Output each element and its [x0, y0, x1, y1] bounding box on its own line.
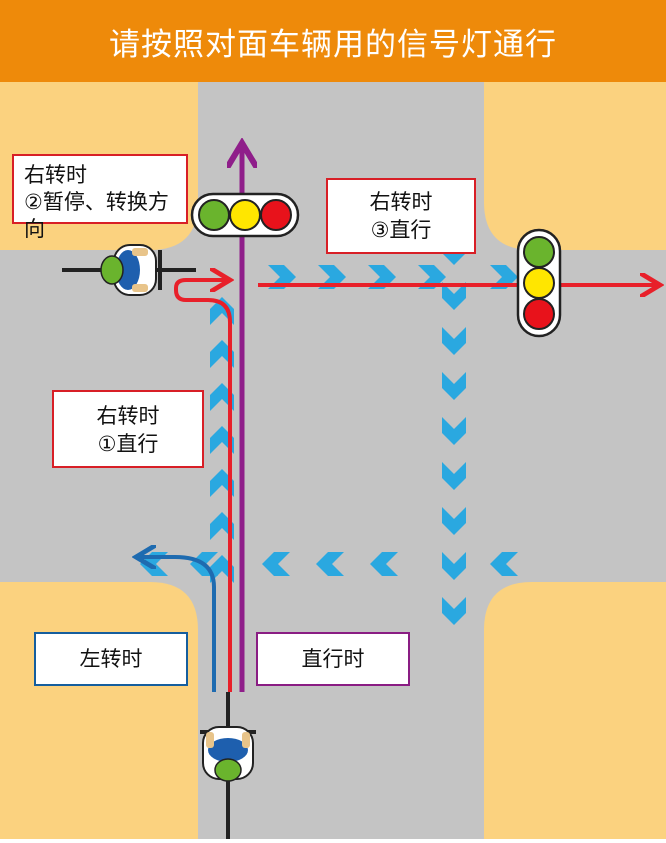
label-right-turn-step3-line2: ③直行 — [370, 218, 432, 242]
intersection-diagram: 右转时 ②暂停、转换方向 右转时 ③直行 右转时 ①直行 左转时 直行时 — [0, 82, 666, 839]
label-right-turn-step3-line1: 右转时 — [369, 190, 433, 214]
label-straight: 直行时 — [256, 632, 410, 686]
label-straight-text: 直行时 — [301, 647, 365, 671]
sidewalk-bottom-right — [484, 582, 666, 839]
traffic-light-horizontal — [190, 192, 300, 238]
chevron-path-down — [442, 237, 466, 625]
label-right-turn-step1-line1: 右转时 — [96, 404, 160, 428]
label-right-turn-step3: 右转时 ③直行 — [326, 178, 476, 254]
traffic-light-vertical — [516, 228, 562, 338]
label-left-turn: 左转时 — [34, 632, 188, 686]
label-left-turn-text: 左转时 — [79, 647, 143, 671]
header-banner: 请按照对面车辆用的信号灯通行 — [0, 0, 666, 82]
page-title: 请按照对面车辆用的信号灯通行 — [109, 26, 557, 63]
sidewalk-bottom-left — [0, 582, 198, 839]
cyclist-bottom-icon — [200, 692, 256, 839]
label-right-turn-step2: 右转时 ②暂停、转换方向 — [12, 154, 188, 241]
label-right-turn-step2-line1: 右转时 — [24, 163, 87, 187]
label-right-turn-step1-line2: ①直行 — [97, 432, 159, 456]
label-right-turn-step2-line2: ②暂停、转换方向 — [24, 190, 169, 241]
right-turn-route-step1 — [174, 280, 230, 692]
sidewalk-top-right — [484, 82, 666, 250]
left-turn-route — [140, 557, 216, 692]
label-right-turn-step1: 右转时 ①直行 — [52, 390, 204, 468]
cyclist-waiting-icon — [62, 244, 196, 296]
